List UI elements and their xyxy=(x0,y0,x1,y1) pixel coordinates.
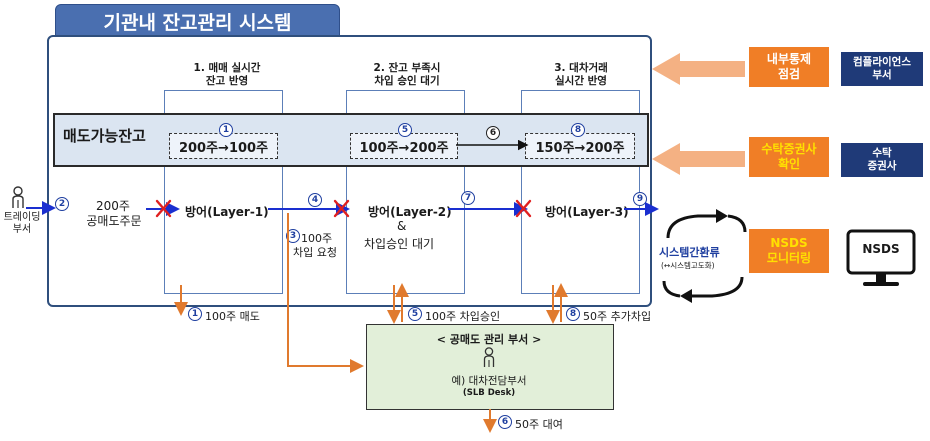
step-badge-lend-6: 6 xyxy=(498,415,512,429)
step-badge-4: 4 xyxy=(308,193,322,207)
column-2-title: 2. 잔고 부족시 차입 승인 대기 xyxy=(355,61,459,89)
nsds-screen-label: NSDS xyxy=(862,242,900,256)
custodian-box: 수탁 증권사 xyxy=(841,143,923,177)
available-balance-label: 매도가능잔고 xyxy=(63,127,146,145)
nsds-monitoring-box: NSDS 모니터링 xyxy=(749,229,829,273)
layer-2-and: & xyxy=(397,219,407,233)
approve-step-text: 100주 차입승인 xyxy=(425,310,501,323)
additional-borrow-text: 50주 추가차입 xyxy=(583,310,652,323)
slb-desk-label: 예) 대차전담부서 xyxy=(451,375,527,387)
lend-text: 50주 대여 xyxy=(515,418,563,431)
sell-step-text: 100주 매도 xyxy=(205,310,260,323)
desk-person-icon xyxy=(482,347,496,369)
short-sale-dept-title: < 공매도 관리 부서 > xyxy=(436,333,542,346)
step-badge-qty-1: 1 xyxy=(219,123,233,137)
column-1-box xyxy=(164,90,283,294)
order-type: 공매도주문 xyxy=(86,214,142,228)
qty-box-2: 100주→200주 xyxy=(350,133,458,159)
step-badge-7: 7 xyxy=(461,191,475,205)
slb-desk-sub: (SLB Desk) xyxy=(462,388,516,398)
step-badge-6: 6 xyxy=(486,126,500,140)
trader-label: 트레이딩 부서 xyxy=(3,212,41,235)
borrow-request-qty: 100주 xyxy=(301,232,333,245)
step-badge-bottom-8: 8 xyxy=(566,307,580,321)
sync-label: 시스템간환류 xyxy=(659,246,720,259)
layer-2-subtitle: 차입승인 대기 xyxy=(364,237,435,251)
qty-box-3: 150주→200주 xyxy=(525,133,635,159)
layer-3-label: 방어(Layer-3) xyxy=(545,205,629,219)
short-sale-dept-box xyxy=(366,324,614,410)
layer-2-label: 방어(Layer-2) xyxy=(368,205,452,219)
step-badge-qty-8: 8 xyxy=(571,123,585,137)
internal-control-box: 내부통제 점검 xyxy=(749,47,829,87)
step-badge-9: 9 xyxy=(633,192,647,206)
step-badge-qty-5: 5 xyxy=(398,123,412,137)
layer-1-label: 방어(Layer-1) xyxy=(185,205,269,219)
person-icon xyxy=(10,186,26,210)
step-badge-3: 3 xyxy=(286,229,300,243)
borrow-request-label: 차입 요청 xyxy=(293,246,337,259)
order-qty: 200주 xyxy=(96,199,130,213)
column-3-title: 3. 대차거래 실시간 반영 xyxy=(529,61,633,89)
system-title: 기관내 잔고관리 시스템 xyxy=(55,4,340,38)
sync-sublabel: (↔시스템고도화) xyxy=(661,261,715,270)
compliance-dept-box: 컴플라이언스 부서 xyxy=(841,52,923,86)
step-badge-bottom-1: 1 xyxy=(188,307,202,321)
monitor-icon xyxy=(845,228,917,290)
step-badge-2: 2 xyxy=(55,197,69,211)
column-1-title: 1. 매매 실시간 잔고 반영 xyxy=(175,61,279,89)
custodian-check-box: 수탁증권사 확인 xyxy=(749,137,829,177)
step-badge-bottom-5: 5 xyxy=(408,307,422,321)
